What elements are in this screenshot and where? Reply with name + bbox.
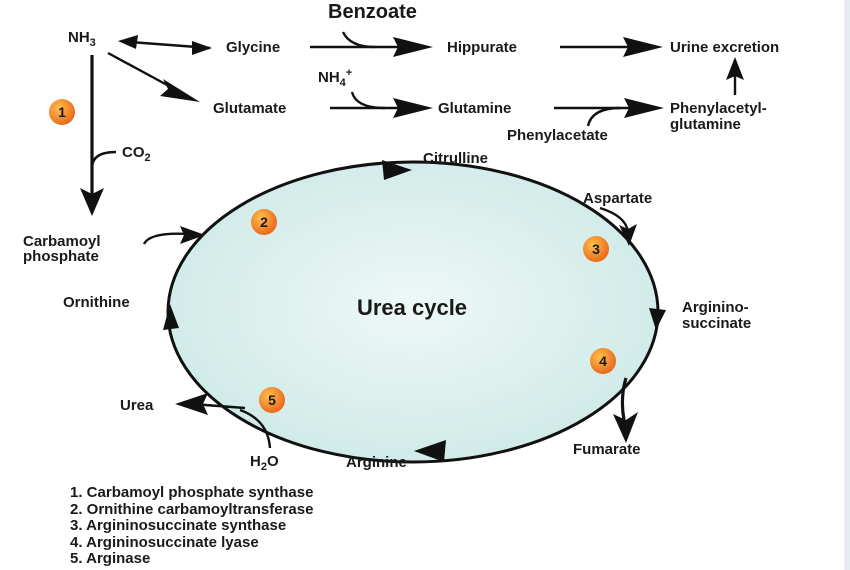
svg-text:5: 5 — [268, 392, 276, 408]
arrowhead-glutamine — [393, 98, 433, 118]
arrowhead-up — [726, 57, 744, 80]
arrowhead-urine — [623, 37, 663, 57]
arrowhead-urea — [175, 393, 208, 415]
h2o-label: H2O — [250, 453, 279, 473]
arrowhead-fumarate — [613, 412, 638, 443]
phenylacetate-pathway — [107, 51, 744, 127]
fumarate-exit-arrow — [620, 377, 628, 421]
ornithine-label: Ornithine — [63, 294, 130, 311]
glutamine-label: Glutamine — [438, 100, 511, 117]
enzyme-badge-5: 5 — [259, 387, 285, 413]
aspartate-label: Aspartate — [583, 190, 652, 207]
argininosuccinate-label: Arginino-succinate — [682, 299, 751, 332]
h2o-curve — [239, 408, 272, 449]
arginine-label: Arginine — [346, 454, 407, 471]
glutamate-label: Glutamate — [213, 100, 286, 117]
benzoate-pathway — [118, 31, 663, 57]
nh3-label: NH3 — [68, 29, 96, 49]
enzyme-legend-item: 2. Ornithine carbamoyltransferase — [70, 500, 314, 518]
enzyme-badge-4: 4 — [590, 348, 616, 374]
fumarate-label: Fumarate — [573, 441, 641, 458]
arrowhead-carbamoyl — [180, 226, 205, 244]
nh4-label: NH4+ — [318, 67, 352, 89]
glycine-label: Glycine — [226, 39, 280, 56]
urine-excretion-label: Urine excretion — [670, 39, 779, 56]
carbamoyl-phosphate-synthesis — [80, 55, 117, 216]
arrowhead-hippurate — [393, 37, 433, 57]
enzyme-badge-3: 3 — [583, 236, 609, 262]
arrowhead-right — [192, 41, 212, 55]
arrowhead-aspartate — [619, 224, 637, 246]
enzyme-legend-item: 4. Argininosuccinate lyase — [70, 533, 259, 551]
arrowhead-phenylacetylglutamine — [624, 98, 664, 118]
arrowhead-down — [80, 188, 104, 216]
enzyme-legend-item: 5. Arginase — [70, 550, 151, 567]
arrowhead-left — [118, 35, 138, 49]
svg-text:1: 1 — [58, 104, 66, 120]
urea-cycle-label: Urea cycle — [357, 295, 467, 320]
phenylacetylglutamine-label: Phenylacetyl-glutamine — [670, 100, 767, 133]
enzyme-badge-2: 2 — [251, 209, 277, 235]
arrowhead-citrulline — [382, 160, 412, 180]
svg-text:2: 2 — [260, 214, 268, 230]
arrowhead-glutamate — [160, 79, 200, 102]
svg-text:3: 3 — [592, 241, 600, 257]
urea-label: Urea — [120, 397, 154, 414]
svg-text:4: 4 — [599, 353, 607, 369]
phenylacetate-label: Phenylacetate — [507, 127, 608, 144]
co2-label: CO2 — [122, 144, 151, 164]
carbamoyl-entry-arrow — [142, 232, 189, 245]
right-edge-strip — [844, 0, 850, 570]
arrowhead-argininosuccinate — [649, 308, 666, 330]
enzyme-legend-item: 1. Carbamoyl phosphate synthase — [70, 484, 314, 501]
benzoate-label: Benzoate — [328, 1, 417, 23]
citrulline-label: Citrulline — [423, 150, 488, 167]
enzyme-legend: 1. Carbamoyl phosphate synthase 2. Ornit… — [70, 484, 314, 568]
hippurate-label: Hippurate — [447, 39, 517, 56]
enzyme-legend-item: 3. Argininosuccinate synthase — [70, 517, 287, 534]
arrowhead-ornithine — [163, 304, 179, 330]
enzyme-badge-1: 1 — [49, 99, 75, 125]
arrowhead-arginine — [414, 440, 446, 462]
